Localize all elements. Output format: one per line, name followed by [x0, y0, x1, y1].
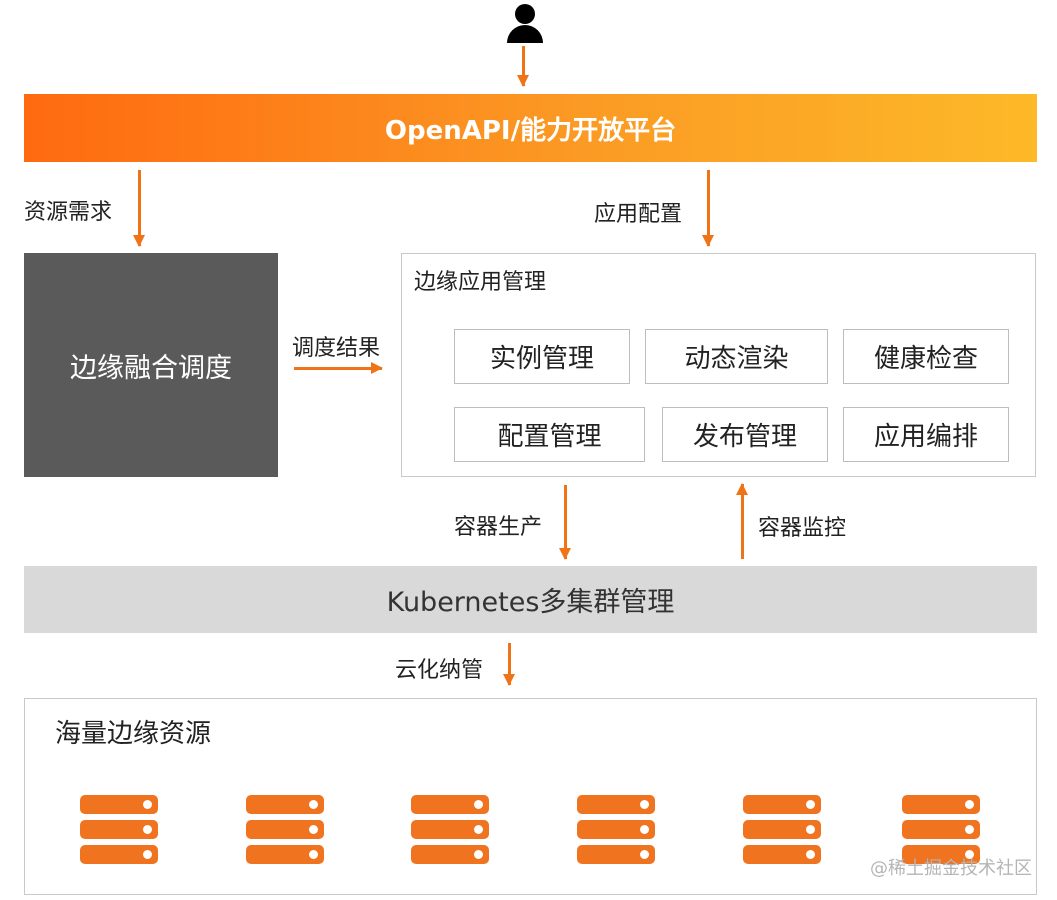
module-dynamic-rendering: 动态渲染	[645, 329, 828, 384]
edge-resources-box	[24, 698, 1037, 895]
openapi-platform-bar: OpenAPI/能力开放平台	[24, 94, 1037, 162]
edge-scheduling-box: 边缘融合调度	[24, 253, 278, 477]
arrow-user-to-platform	[517, 46, 529, 87]
module-app-orchestration: 应用编排	[843, 407, 1009, 462]
kubernetes-multicluster-bar: Kubernetes多集群管理	[24, 566, 1037, 633]
edge-app-management-box	[401, 253, 1036, 477]
module-release-management: 发布管理	[662, 407, 828, 462]
edge-scheduling-title: 边缘融合调度	[70, 352, 232, 384]
watermark-text: @稀土掘金技术社区	[870, 858, 1032, 879]
arrow-resource-demand	[133, 170, 145, 247]
module-instance-management: 实例管理	[454, 329, 630, 384]
server-icon	[246, 795, 324, 865]
label-schedule-result: 调度结果	[292, 336, 381, 361]
arrow-schedule-result	[294, 362, 383, 374]
label-cloud-management: 云化纳管	[395, 658, 484, 683]
arrow-cloud-management	[503, 643, 515, 686]
server-icon	[80, 795, 158, 865]
user-icon	[506, 4, 544, 44]
edge-app-management-title: 边缘应用管理	[414, 270, 547, 295]
arrow-container-monitoring	[736, 483, 748, 559]
module-health-check: 健康检查	[843, 329, 1009, 384]
label-container-production: 容器生产	[454, 515, 543, 540]
server-icon	[411, 795, 489, 865]
server-icon	[743, 795, 821, 865]
openapi-platform-title: OpenAPI/能力开放平台	[384, 115, 677, 146]
server-icon	[902, 795, 980, 865]
kubernetes-title: Kubernetes多集群管理	[386, 587, 675, 618]
label-container-monitoring: 容器监控	[758, 516, 847, 541]
server-icon	[577, 795, 655, 865]
label-app-config: 应用配置	[594, 202, 683, 227]
module-config-management: 配置管理	[454, 407, 645, 462]
edge-resources-title: 海量边缘资源	[55, 719, 212, 749]
label-resource-demand: 资源需求	[24, 200, 113, 225]
arrow-container-production	[559, 485, 571, 560]
arrow-app-config	[702, 170, 714, 247]
